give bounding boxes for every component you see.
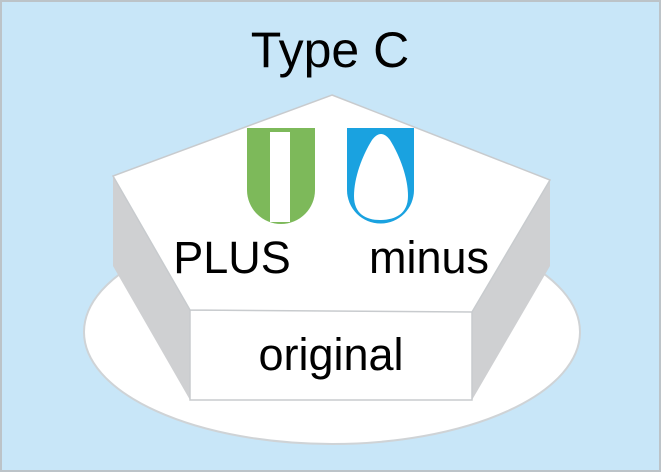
plus-icon-slot: [270, 132, 290, 222]
original-label: original: [258, 329, 403, 380]
pentagon-top: [111, 94, 552, 313]
minus-icon-drop: [354, 134, 408, 220]
minus-drop-shape-icon: [347, 128, 414, 224]
plus-label: PLUS: [173, 232, 291, 283]
left-side-face: [113, 176, 190, 400]
minus-label: minus: [369, 232, 489, 283]
right-side-face: [472, 180, 550, 400]
plus-u-shape-icon: [247, 128, 315, 224]
diagram-title: Type C: [251, 22, 409, 78]
front-face: [189, 309, 473, 401]
